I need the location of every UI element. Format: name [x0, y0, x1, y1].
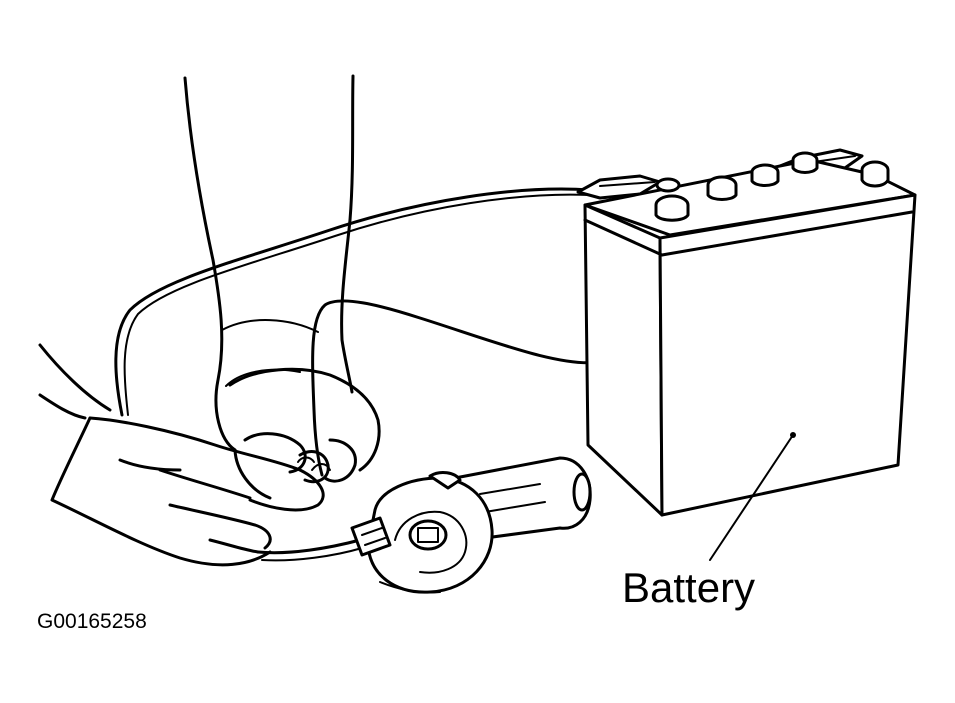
arm-sleeve-icon [183, 74, 355, 452]
battery-label: Battery [622, 564, 755, 611]
battery-terminals [654, 151, 890, 222]
motor-icon [350, 456, 592, 594]
hands-icon [38, 343, 381, 567]
battery-icon [583, 151, 917, 561]
battery-leader-line [709, 434, 794, 561]
figure-id: G00165258 [37, 610, 147, 633]
